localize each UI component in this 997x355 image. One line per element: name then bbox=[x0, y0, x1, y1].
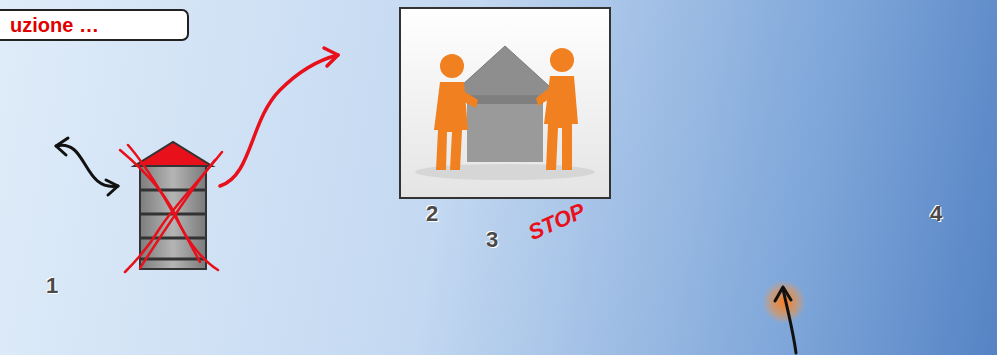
parcel-number: 4 bbox=[930, 201, 942, 227]
land-parcel: 4 bbox=[578, 182, 993, 292]
parcel-number: 1 bbox=[46, 273, 58, 299]
parcel-shape bbox=[452, 168, 830, 284]
parcel-outline bbox=[452, 168, 830, 284]
stop-label: STOP bbox=[525, 198, 590, 246]
cross-out bbox=[120, 145, 222, 272]
move-arrow bbox=[220, 48, 338, 186]
parcel-number: 2 bbox=[426, 201, 438, 227]
pointer-arrow bbox=[762, 280, 806, 353]
title: uzione … bbox=[10, 13, 187, 37]
moving-house-picture bbox=[400, 8, 610, 198]
title-box: uzione … bbox=[0, 9, 189, 41]
parcel-number: 3 bbox=[486, 227, 498, 253]
land-parcel: 3 bbox=[452, 168, 830, 284]
parcel-shape bbox=[578, 182, 993, 292]
land-parcel: 1 bbox=[15, 232, 272, 345]
double-arrow bbox=[56, 138, 118, 195]
parcel-shape bbox=[15, 232, 272, 345]
parcel-outline bbox=[578, 182, 993, 292]
